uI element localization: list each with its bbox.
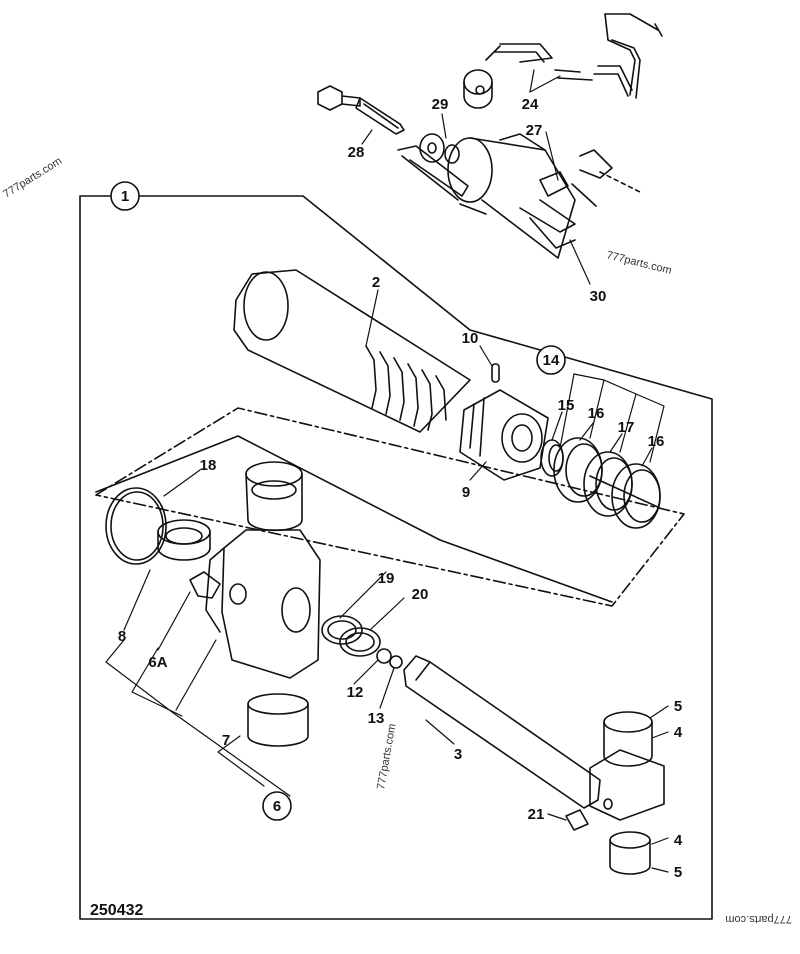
grease-nipple-21 [565,809,589,831]
seal-kit-outline [95,407,685,607]
callout-20: 20 [412,586,429,603]
watermark-middle: 777parts.com [375,723,398,791]
hose-assembly-24 [485,13,663,99]
callout-5-lower: 5 [674,864,682,881]
cylinder-body-2 [233,269,471,433]
valve-body-27 [447,133,613,259]
watermark-bottom-right: 777parts.com [725,913,792,925]
seal-20 [339,627,381,657]
callout-15: 15 [558,397,575,414]
seal-15 [540,439,564,477]
callout-30: 30 [590,288,607,305]
callout-10: 10 [462,330,479,347]
callout-28: 28 [348,144,365,161]
leader-lines [105,69,669,873]
callout-1: 1 [121,188,129,205]
callout-12: 12 [347,684,364,701]
seal-kit-outline-inner [95,435,613,603]
wiper-12-13 [376,648,403,669]
piston-rod-3 [403,655,601,809]
callout-4-lower: 4 [674,832,683,849]
callout-6a: 6A [148,654,167,671]
seal-19 [321,615,363,645]
washer-29 [419,133,460,164]
callout-7: 7 [222,732,230,749]
circlip-18 [105,487,167,565]
callout-circle-6 [262,791,292,821]
ring-16-outer [611,463,661,529]
callout-6: 6 [273,798,281,815]
bush-7 [247,693,309,747]
callout-21: 21 [528,806,545,823]
ring-16-inner [553,437,603,503]
spacer-block [463,69,493,109]
callout-5-upper: 5 [674,698,682,715]
callout-3: 3 [454,746,462,763]
rod-eye [589,711,665,875]
callout-16-right: 16 [648,433,665,450]
pin-10 [491,363,500,383]
callout-27: 27 [526,122,543,139]
callout-24: 24 [522,96,539,113]
watermark-top-left: 777parts.com [1,155,64,200]
pipe-loop [397,145,469,201]
callout-19: 19 [378,570,395,587]
assembly-outline [79,195,713,920]
piston-9 [459,389,549,481]
callout-17: 17 [618,419,635,436]
drawing-number: 250432 [90,902,143,919]
callout-4-upper: 4 [674,724,683,741]
callout-16-left: 16 [588,405,605,422]
bush-8 [157,519,211,561]
callout-29: 29 [432,96,449,113]
callout-circle-1 [110,181,140,211]
callout-2: 2 [372,274,380,291]
ring-centerline [589,475,661,509]
callout-13: 13 [368,710,385,727]
watermark-upper-right: 777parts.com [605,249,673,277]
centerline-valve [599,171,641,193]
callout-circle-14 [536,345,566,375]
callout-18: 18 [200,457,217,474]
callout-14: 14 [543,352,560,369]
callout-8: 8 [118,628,126,645]
callout-9: 9 [462,484,470,501]
banjo-bolt-28 [317,85,405,135]
ram-head-6 [189,461,321,679]
